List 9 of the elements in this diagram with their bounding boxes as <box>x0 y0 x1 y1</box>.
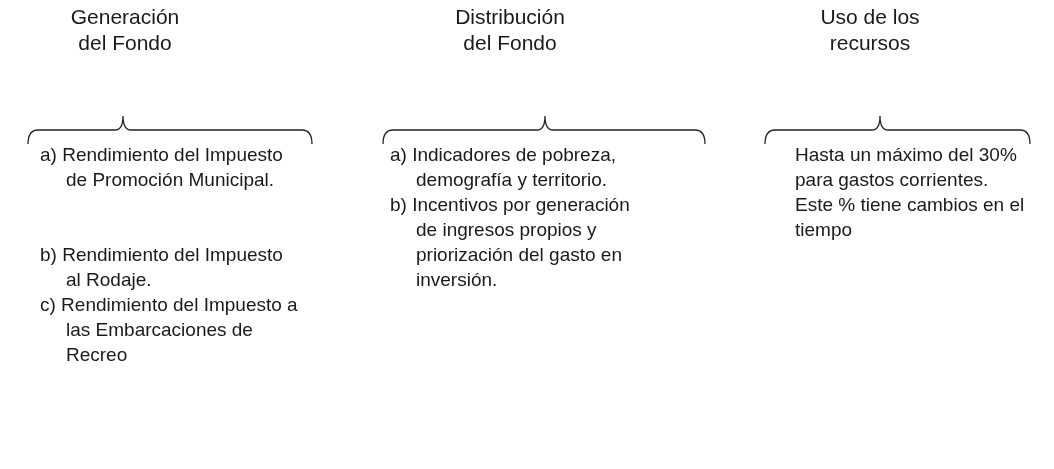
list-item: b) Incentivos por generación de ingresos propios y priorización del gasto en inversión. <box>390 193 631 292</box>
column-heading: Distribución del Fondo <box>454 4 566 56</box>
list-item: a) Indicadores de pobreza, demografía y territorio. <box>390 143 618 192</box>
list-item: b) Rendimiento del Impuesto al Rodaje. <box>40 243 284 292</box>
list-item: a) Rendimiento del Impuesto de Promoción Municipal. <box>40 143 284 192</box>
list-item: c) Rendimiento del Impuesto a las Embarcaciones de Recreo <box>40 293 299 367</box>
column-heading: Generación del Fondo <box>69 4 181 56</box>
column-heading: Uso de los recursos <box>819 4 921 56</box>
note-text: Hasta un máximo del 30% para gastos corrientes. Este % tiene cambios en el tiempo <box>795 143 1025 242</box>
